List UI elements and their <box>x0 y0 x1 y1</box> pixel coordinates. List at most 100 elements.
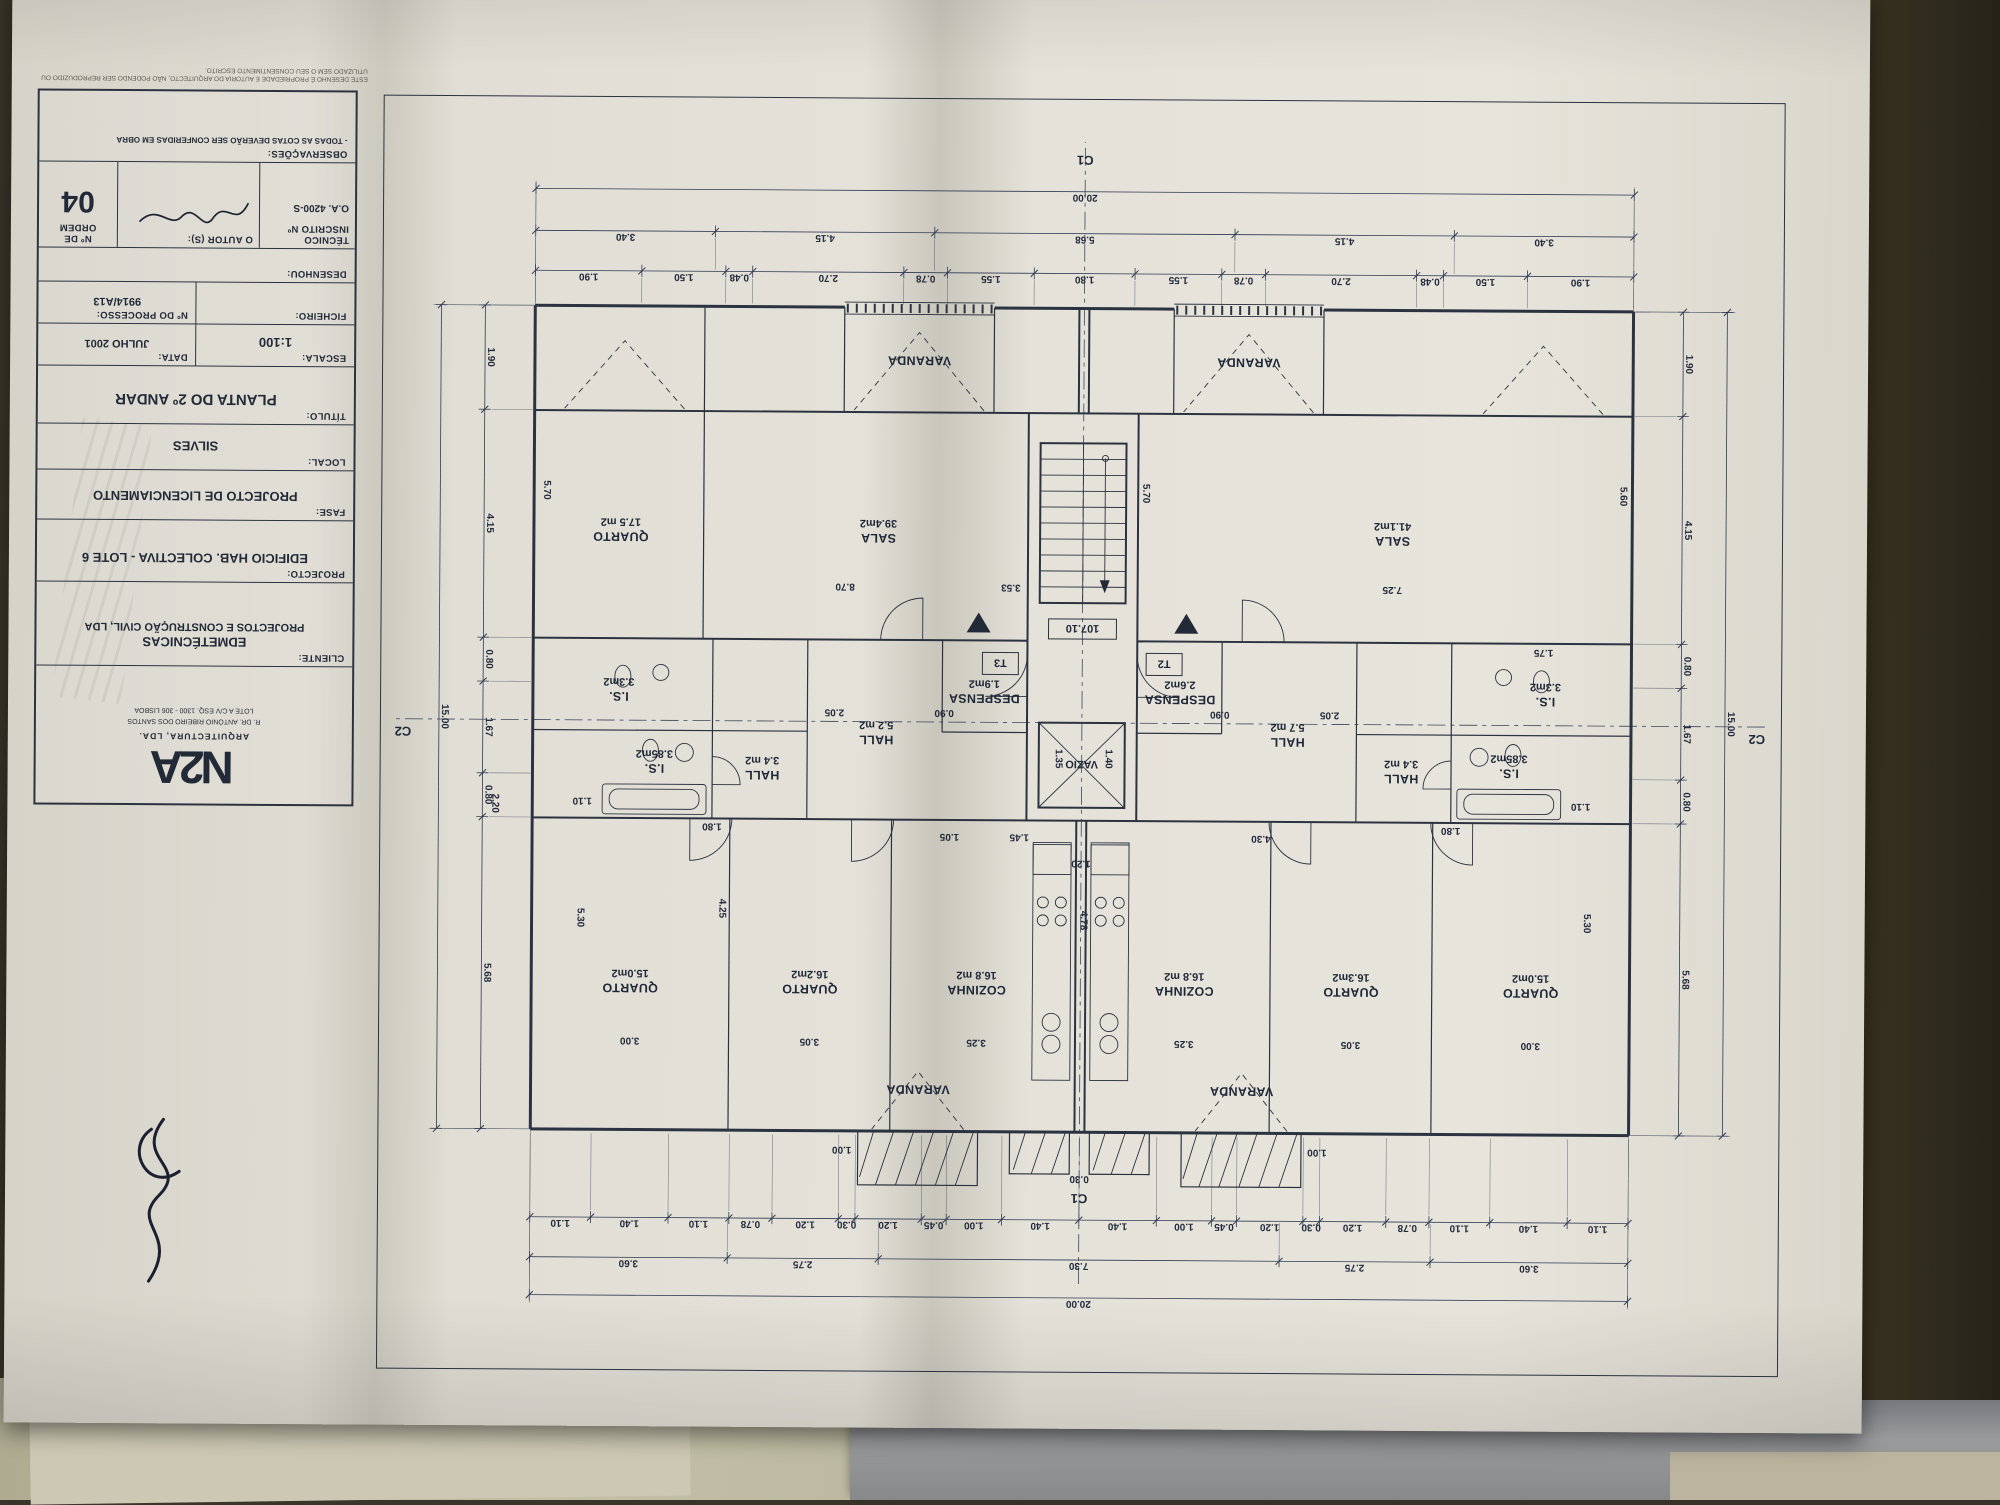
dark-background <box>1862 0 2000 1400</box>
room-label: VARANDA <box>1217 355 1281 369</box>
fase-label: FASE: <box>45 505 345 518</box>
dim-label: 20.00 <box>1065 1298 1090 1309</box>
projecto-cell: PROJECTO: EDIFICIO HAB. COLECTIVA - LOTE… <box>37 518 353 582</box>
processo-value: 9914/A13 <box>46 295 188 308</box>
room-label: QUARTO <box>593 529 649 543</box>
projecto-label: PROJECTO: <box>45 567 345 580</box>
ficheiro-label: FICHEIRO: <box>205 310 347 322</box>
dim-label: 5.30 <box>574 908 585 928</box>
dim-label: 0.30 <box>1301 1221 1321 1232</box>
room-label: DESPENSA <box>1144 692 1215 706</box>
dim-label: 3.05 <box>1340 1039 1360 1050</box>
data-value: JULHO 2001 <box>46 337 188 350</box>
dim-label: 1.90 <box>1683 355 1694 375</box>
room-label: I.S. <box>644 761 664 775</box>
dim-label: 1.10 <box>1449 1222 1469 1233</box>
dim-label: 1.10 <box>688 1218 708 1229</box>
data-label: DATA: <box>46 351 188 363</box>
room-area: 16.8 m2 <box>956 969 996 981</box>
dim-label: 7.25 <box>1382 584 1402 595</box>
dim-label: 0.78 <box>1397 1222 1417 1233</box>
dim-label: 4.15 <box>1334 235 1354 246</box>
room-label: DESPENSA <box>949 691 1020 705</box>
dim-label: 1.40 <box>1030 1220 1050 1231</box>
dim-label: 0.78 <box>740 1218 760 1229</box>
room-area: 5.7 m2 <box>1270 721 1304 733</box>
dim-label: 4.78 <box>1078 911 1089 931</box>
dim-label: 1.67 <box>1681 725 1692 745</box>
local-label: LOCAL: <box>45 455 345 468</box>
cliente-label: CLIENTE: <box>44 651 344 664</box>
room-area: 15.0m2 <box>611 967 648 979</box>
room-label: HALL <box>745 768 780 782</box>
dim-label: 3.60 <box>1519 1263 1539 1274</box>
dim-label: 1.80 <box>1074 274 1094 285</box>
room-label: QUARTO <box>782 982 838 996</box>
dim-label: 0.80 <box>1680 792 1691 812</box>
escala-data-cell: ESCALA: 1:100 DATA: JULHO 2001 <box>38 323 354 367</box>
room-area: 17.5 m2 <box>601 515 641 527</box>
dim-label: 1.20 <box>1342 1222 1362 1233</box>
corner-sheet <box>1670 1452 2000 1500</box>
dim-label: 1.20 <box>878 1219 898 1230</box>
ordem-label: Nº DE ORDEM <box>45 222 111 244</box>
dim-label: 1.35 <box>1053 749 1064 769</box>
ordem-value: 04 <box>45 184 111 218</box>
room-area: 16.8 m2 <box>1164 970 1204 982</box>
dim-label: 5.70 <box>541 480 552 500</box>
dim-label: 1.40 <box>1107 1220 1127 1231</box>
titulo-label: TÍTULO: <box>46 409 346 422</box>
room-area: 15.0m2 <box>1512 972 1549 984</box>
dim-label: 5.68 <box>1679 970 1690 990</box>
dim-label: 1.00 <box>1307 1147 1327 1158</box>
title-block: N2A ARQUITECTURA, LDA. R. DR. ANTÓNIO RI… <box>33 88 357 806</box>
room-label: I.S. <box>1499 766 1519 780</box>
dim-label: 1.80 <box>1440 825 1460 836</box>
room-label: QUARTO <box>602 981 658 995</box>
fase-cell: FASE: PROJECTO DE LICENCIAMENTO <box>37 469 353 521</box>
apartment-tag-t2: T2 <box>1158 657 1171 669</box>
dim-label: 5.60 <box>1617 487 1628 507</box>
local-cell: LOCAL: SILVES <box>37 423 353 471</box>
room-area: 16.2m2 <box>791 968 828 980</box>
dim-label: 3.40 <box>615 231 635 242</box>
kitchen-counter-right <box>1032 842 1071 1080</box>
dim-label: 1.40 <box>1103 749 1114 769</box>
dim-label: 0.48 <box>729 271 749 282</box>
dim-label: 2.05 <box>824 706 844 717</box>
room-area: 39.4m2 <box>860 517 897 529</box>
dim-label: 0.45 <box>1214 1221 1234 1232</box>
dim-label: 4.25 <box>716 899 727 919</box>
autor-label: O AUTOR (S): <box>124 233 253 245</box>
dim-label: 1.20 <box>795 1218 815 1229</box>
dim-label: 7.30 <box>1068 1260 1088 1271</box>
dim-label: 5.70 <box>1140 484 1151 504</box>
dim-label: 1.50 <box>674 271 694 282</box>
dim-label: 5.30 <box>1581 914 1592 934</box>
dim-label: 0.48 <box>1420 276 1440 287</box>
room-label: QUARTO <box>1503 986 1559 1000</box>
dim-label: 4.30 <box>1251 833 1271 844</box>
room-label: HALL <box>1270 735 1305 749</box>
room-area: 1.9m2 <box>969 677 1000 689</box>
room-label: HALL <box>859 733 894 747</box>
dim-label: 1.50 <box>1475 276 1495 287</box>
architect-logo-cell: N2A ARQUITECTURA, LDA. R. DR. ANTÓNIO RI… <box>35 664 352 804</box>
tecnico-label: TÉCNICO INSCRITO Nº <box>266 223 349 246</box>
dim-label: 0.80 <box>1681 657 1692 677</box>
room-label: COZINHA <box>947 983 1006 997</box>
dim-label: 1.05 <box>939 831 959 842</box>
dim-label: 3.60 <box>618 1257 638 1268</box>
processo-label: Nº DO PROCESSO: <box>46 309 188 321</box>
dim-label: 2.75 <box>1344 1262 1364 1273</box>
dim-label: 4.15 <box>815 232 835 243</box>
logo: N2A <box>43 744 343 792</box>
dim-label: 1.00 <box>964 1219 984 1230</box>
projecto-value: EDIFICIO HAB. COLECTIVA - LOTE 6 <box>45 550 345 567</box>
dim-label: 3.05 <box>799 1036 819 1047</box>
dim-label: 2.05 <box>1319 709 1339 720</box>
cliente-cell: CLIENTE: EDMETÉCNICAS PROJECTOS E CONSTR… <box>36 580 353 666</box>
level-tag: 107.10 <box>1066 622 1100 634</box>
pen-signature <box>90 1091 221 1292</box>
cliente-value-2: PROJECTOS E CONSTRUÇÃO CIVIL, LDA <box>44 620 344 634</box>
